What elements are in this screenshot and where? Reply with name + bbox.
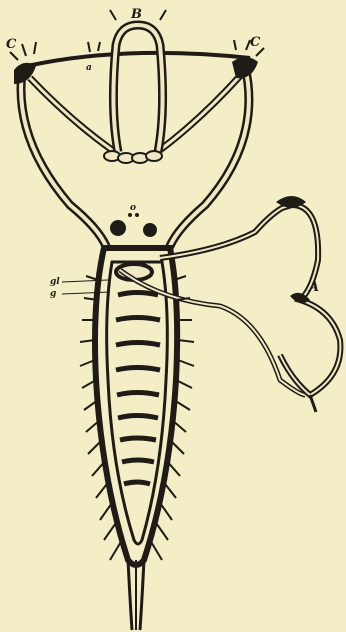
left-vessel-outer xyxy=(21,72,106,246)
left-ganglion xyxy=(110,220,126,236)
right-ganglion xyxy=(143,223,157,237)
ganglion-dot xyxy=(128,213,132,217)
right-corner-node xyxy=(232,57,258,78)
appendage-a-tail xyxy=(310,395,316,412)
bead-chain xyxy=(104,151,162,163)
ganglion-dot xyxy=(135,213,139,217)
label-a: A xyxy=(307,280,319,295)
connector-tube-lower xyxy=(120,270,305,395)
label-gl: gl xyxy=(50,277,60,287)
central-loop-outer xyxy=(113,25,162,152)
right-vessel-inner xyxy=(170,66,249,246)
head-arc xyxy=(18,53,250,68)
appendage-a-outer xyxy=(280,205,340,395)
label-g: g xyxy=(50,289,56,299)
gut-segments xyxy=(116,293,160,485)
label-o: o xyxy=(130,203,136,213)
label-c-left: C xyxy=(6,37,17,52)
g-pointer xyxy=(62,292,110,294)
label-b: B xyxy=(130,7,142,22)
label-c-right: C xyxy=(250,35,261,50)
label-a1: a xyxy=(86,63,92,73)
